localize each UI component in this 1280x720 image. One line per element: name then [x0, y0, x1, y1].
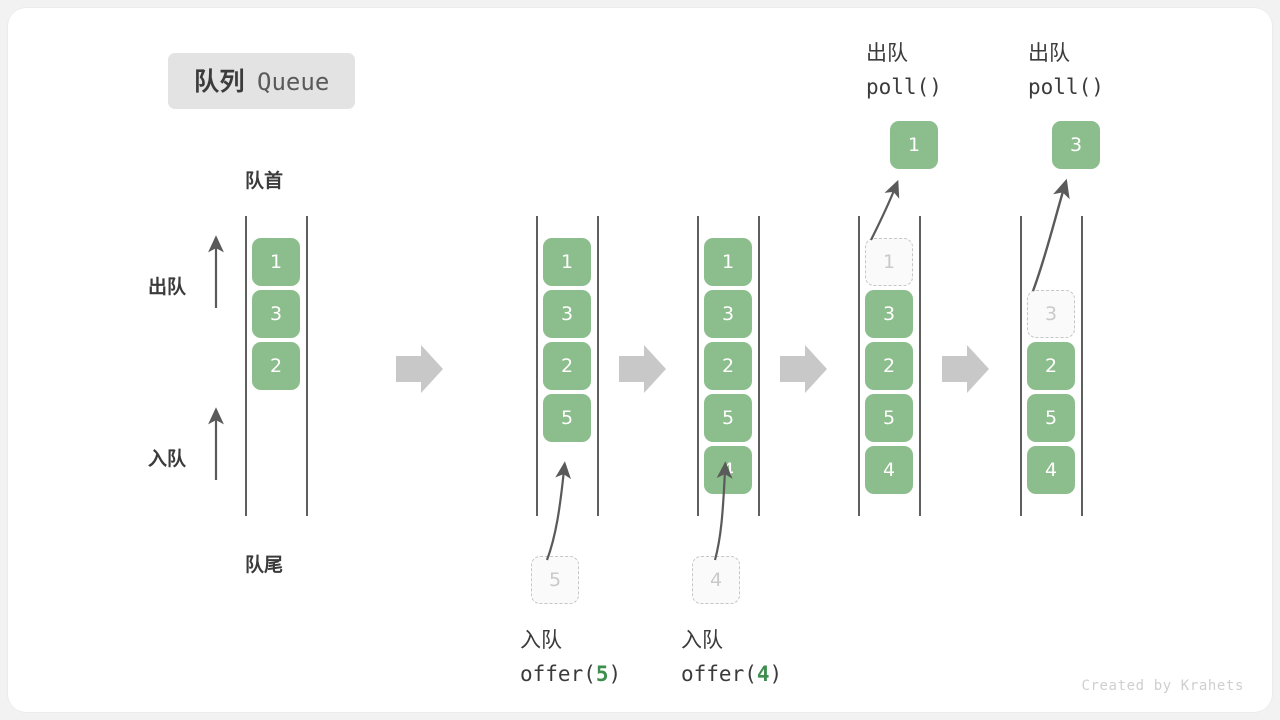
queue-element: 1	[252, 238, 300, 286]
label-queue-front: 队首	[245, 170, 284, 192]
queue-element: 1	[704, 238, 752, 286]
step-header-poll-1: 出队 poll()	[866, 36, 942, 104]
queue-element: 2	[252, 342, 300, 390]
queue-rails-poll-1	[858, 216, 921, 516]
rail-left	[697, 216, 699, 516]
queue-element: 4	[1027, 446, 1075, 494]
footer-credit: Created by Krahets	[1081, 678, 1244, 694]
title-cn: 队列	[194, 67, 246, 96]
step-caption-offer-5: 入队 offer(5)	[520, 623, 621, 691]
popped-element-poll-1: 1	[890, 121, 938, 169]
step-header-code: poll()	[866, 75, 942, 99]
popped-element-poll-3: 3	[1052, 121, 1100, 169]
rail-right	[758, 216, 760, 516]
queue-element: 3	[252, 290, 300, 338]
queue-element: 3	[704, 290, 752, 338]
queue-element: 2	[1027, 342, 1075, 390]
queue-element: 4	[704, 446, 752, 494]
transition-arrow-1	[396, 345, 443, 393]
rail-right	[1081, 216, 1083, 516]
queue-rails-offer-4	[697, 216, 760, 516]
queue-element: 4	[865, 446, 913, 494]
rail-left	[858, 216, 860, 516]
step-caption-arg: 5	[595, 662, 609, 686]
incoming-element-offer-5: 5	[531, 556, 579, 604]
queue-element: 5	[543, 394, 591, 442]
title-en: Queue	[257, 68, 330, 96]
queue-element: 5	[704, 394, 752, 442]
diagram-title-badge: 队列 Queue	[168, 53, 356, 109]
label-queue-rear: 队尾	[245, 554, 284, 576]
queue-element: 2	[543, 342, 591, 390]
queue-element: 3	[543, 290, 591, 338]
queue-element: 3	[865, 290, 913, 338]
label-dequeue: 出队	[148, 276, 187, 298]
step-header-cn: 出队	[1028, 41, 1070, 65]
label-enqueue: 入队	[148, 448, 187, 470]
queue-rails-initial	[245, 216, 308, 516]
queue-rails-poll-3	[1020, 216, 1083, 516]
step-header-poll-3: 出队 poll()	[1028, 36, 1104, 104]
queue-element: 2	[704, 342, 752, 390]
queue-element: 2	[865, 342, 913, 390]
rail-right	[306, 216, 308, 516]
step-caption-cn: 入队	[681, 628, 723, 652]
incoming-element-offer-4: 4	[692, 556, 740, 604]
step-header-code: poll()	[1028, 75, 1104, 99]
rail-right	[919, 216, 921, 516]
step-caption-offer-4: 入队 offer(4)	[681, 623, 782, 691]
rail-left	[245, 216, 247, 516]
queue-element: 5	[865, 394, 913, 442]
rail-left	[536, 216, 538, 516]
step-caption-arg: 4	[756, 662, 770, 686]
queue-element: 1	[865, 238, 913, 286]
rail-right	[597, 216, 599, 516]
step-caption-cn: 入队	[520, 628, 562, 652]
step-caption-code: offer(4)	[681, 662, 783, 686]
queue-rails-offer-5	[536, 216, 599, 516]
rail-left	[1020, 216, 1022, 516]
queue-element: 1	[543, 238, 591, 286]
step-header-cn: 出队	[866, 41, 908, 65]
queue-element: 3	[1027, 290, 1075, 338]
step-caption-code: offer(5)	[520, 662, 622, 686]
queue-element: 5	[1027, 394, 1075, 442]
